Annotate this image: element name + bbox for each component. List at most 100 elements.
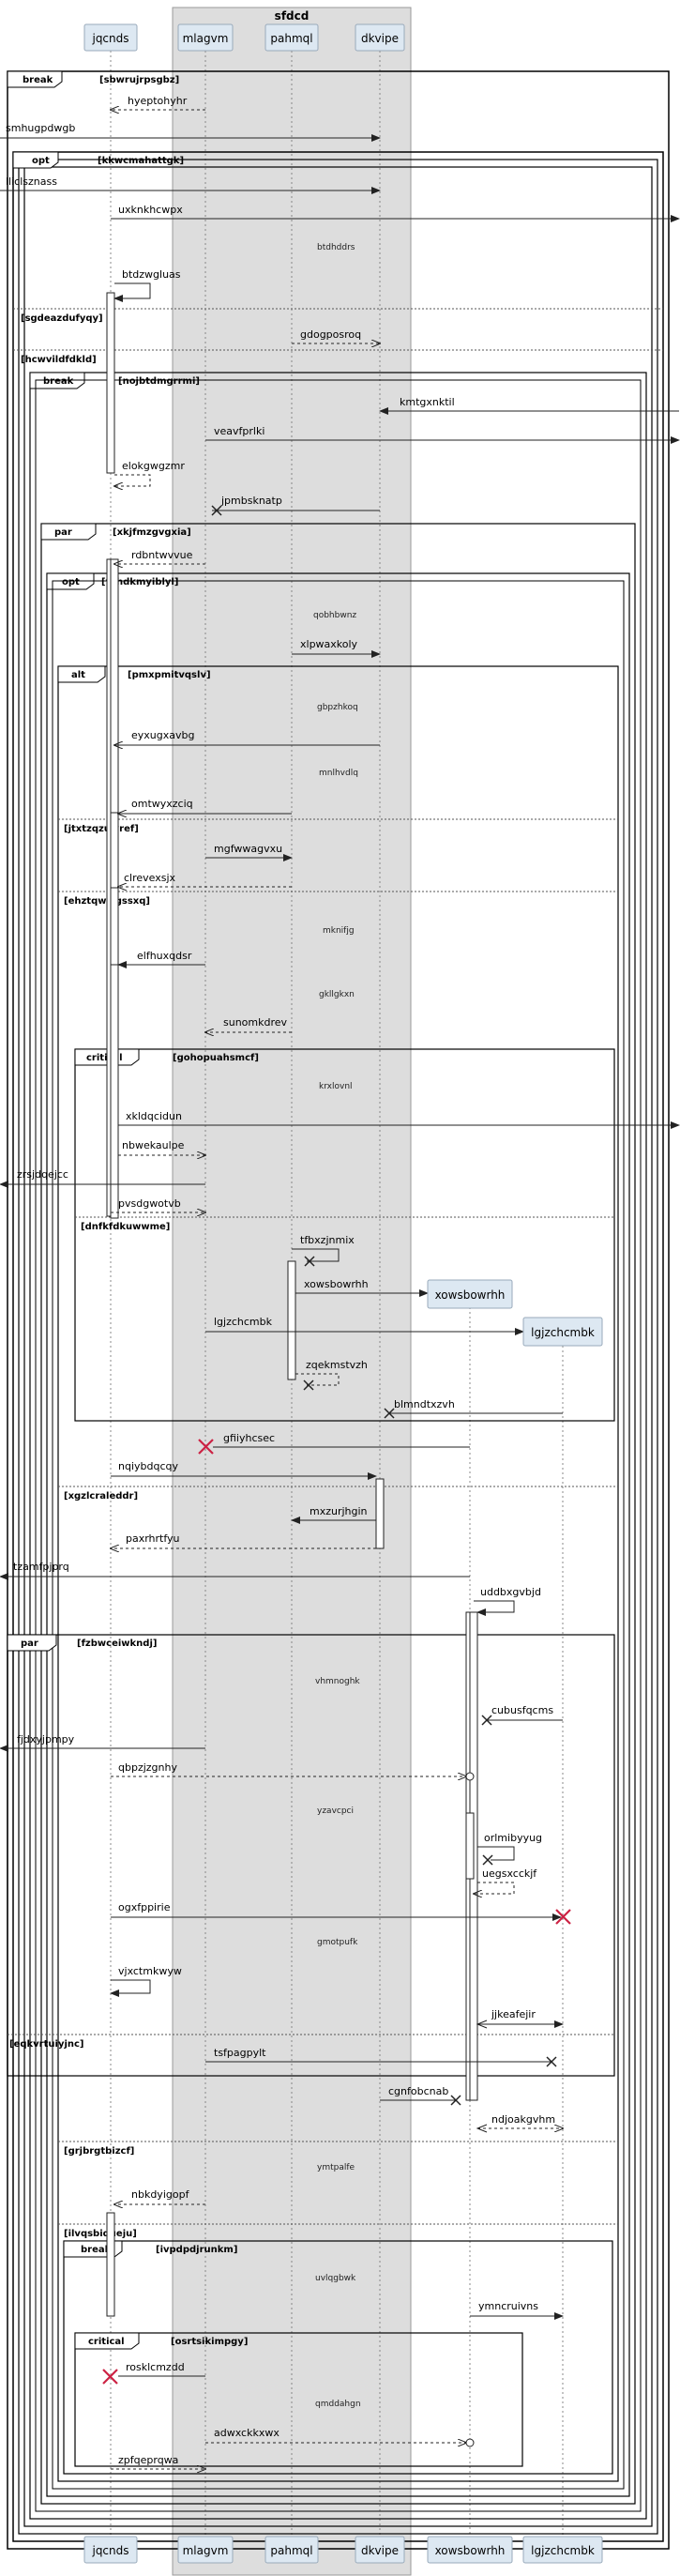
fragment-condition: [xkjfmzgvgxia] [113, 527, 191, 538]
fragment-condition: [pmxpmitvqslv] [128, 670, 211, 680]
message-label: qbpzjzgnhy [118, 1761, 177, 1774]
message-label: xlpwaxkoly [300, 638, 358, 650]
note: yzavcpci [317, 1806, 354, 1816]
fragment-kind: break [43, 376, 74, 387]
self-message-arrow [477, 1846, 515, 1861]
message-label: sunomkdrev [223, 1016, 288, 1029]
note: qmddahgn [315, 2400, 361, 2409]
else-condition: [hcwvildfdkld] [21, 355, 97, 365]
message-label: nbwekaulpe [122, 1139, 185, 1151]
participant-created-label: xowsbowrhh [435, 1288, 506, 1302]
message-label: gdogposroq [300, 328, 361, 341]
fragment-condition: [yrhdkmyiblyl] [101, 577, 178, 587]
self-message-arrow [114, 474, 151, 486]
message-label: adwxckkxwx [214, 2427, 280, 2439]
message-label: hyeptohyhr [128, 95, 188, 107]
message-label: elfhuxqdsr [137, 950, 192, 962]
activation-bar [106, 292, 115, 474]
fragment-condition: [sbwrujrpsgbz] [99, 75, 179, 85]
messages: hyeptohyhr smhugpdwgb lliclsznass uxknkh… [0, 95, 680, 2469]
activation-bar [465, 1812, 475, 1880]
message-label: rdbntwvvue [131, 549, 193, 561]
activation-bar [110, 964, 119, 1219]
self-message-arrow [110, 1979, 151, 1997]
participant-label: pahmql [270, 2544, 312, 2557]
message-label: tfbxzjnmix [300, 1234, 355, 1246]
fragment-kind: alt [71, 670, 85, 680]
participant-pahmql: pahmql [264, 23, 319, 52]
message-label: tsfpagpylt [214, 2047, 266, 2059]
note: krxlovnl [319, 1082, 353, 1091]
fragment-kind: opt [62, 577, 80, 587]
fragment-condition: [nojbtdmgrrmi] [118, 376, 200, 387]
participant-foot [177, 2536, 234, 2564]
participant-label: pahmql [270, 32, 312, 45]
fragment-kind: break [23, 75, 53, 85]
fragment-kind: critical [86, 1053, 123, 1063]
fragment-frame [29, 372, 647, 2520]
self-message-arrow [113, 282, 151, 302]
note: gkllgkxn [319, 990, 355, 999]
message-label: omtwyxzciq [131, 798, 193, 810]
fragment-kind: break [81, 2245, 112, 2255]
activation-bar [110, 812, 119, 889]
participant-label: xowsbowrhh [435, 2544, 506, 2557]
note: ymtpalfe [317, 2163, 355, 2172]
message-label: xkldqcidun [126, 1110, 182, 1122]
participant-head [264, 23, 319, 52]
message-label: vjxctmkwyw [118, 1965, 182, 1977]
participant-foot [427, 2536, 513, 2564]
activation-bar [106, 2212, 115, 2317]
fragment-condition: [ivpdpdjrunkm] [156, 2245, 237, 2255]
message-label: nqiybdqcqy [118, 1460, 178, 1472]
participant-label: dkvipe [361, 32, 399, 45]
message-label: jpmbsknatp [220, 495, 282, 507]
message-label: cubusfqcms [491, 1704, 553, 1716]
fragment-frame [74, 1048, 615, 1422]
note: mnlhvdlq [319, 769, 358, 778]
destroy-mark [384, 1408, 395, 1419]
note: mknifjg [323, 926, 355, 936]
else-condition: [eqkvrtuiyjnc] [9, 2039, 84, 2050]
message-label: cgnfobcnab [388, 2085, 448, 2097]
fragment-frame [57, 665, 619, 2482]
self-message-arrow [292, 1248, 340, 1262]
note: gmotpufk [317, 1938, 358, 1947]
fragment-condition: [gohopuahsmcf] [173, 1053, 259, 1063]
participant-headers-bottom: jqcnds mlagvm pahmql dkvipe xowsbowrhh l… [83, 2536, 603, 2564]
destroy-mark [555, 1909, 571, 1925]
note: gbpzhkoq [317, 703, 358, 712]
message-label: uegsxcckjf [482, 1867, 537, 1880]
message-label: uddbxgvbjd [480, 1586, 541, 1598]
participant-foot [83, 2536, 138, 2564]
else-condition: [jtxtzqzuwref] [64, 824, 139, 834]
message-label: btdzwgluas [122, 268, 181, 281]
fragment-frame [74, 2332, 523, 2467]
destroy-mark [546, 2056, 557, 2067]
message-label: nbkdyigopf [131, 2188, 190, 2201]
participant-label: jqcnds [91, 2544, 128, 2557]
participant-foot [355, 2536, 405, 2564]
fragment-frame [52, 580, 625, 2490]
participant-created-lgjzchcmbk [522, 1317, 603, 1347]
destroy-mark [198, 1439, 214, 1455]
message-label: mxzurjhgin [310, 1505, 368, 1517]
destroy-mark [102, 2369, 118, 2385]
message-label: gfiiyhcsec [223, 1432, 275, 1444]
message-label: kmtgxnktil [400, 396, 455, 408]
destroy-mark [304, 1256, 315, 1267]
destroy-mark [481, 1715, 492, 1726]
message-label: orlmibyyug [484, 1832, 542, 1844]
message-label: jjkeafejir [491, 2008, 536, 2020]
participant-head [83, 23, 138, 52]
message-label: veavfprlki [214, 425, 264, 437]
box-title: sfdcd [275, 9, 310, 23]
fragment-frame [7, 1634, 615, 2077]
activations [106, 292, 478, 2317]
participant-head [355, 23, 405, 52]
fragment-frame [40, 523, 636, 2505]
fragment-frame [23, 166, 653, 2527]
participant-label: mlagvm [183, 2544, 229, 2557]
message-label: blmndtxzvh [394, 1398, 455, 1410]
destroy-mark [482, 1854, 493, 1866]
